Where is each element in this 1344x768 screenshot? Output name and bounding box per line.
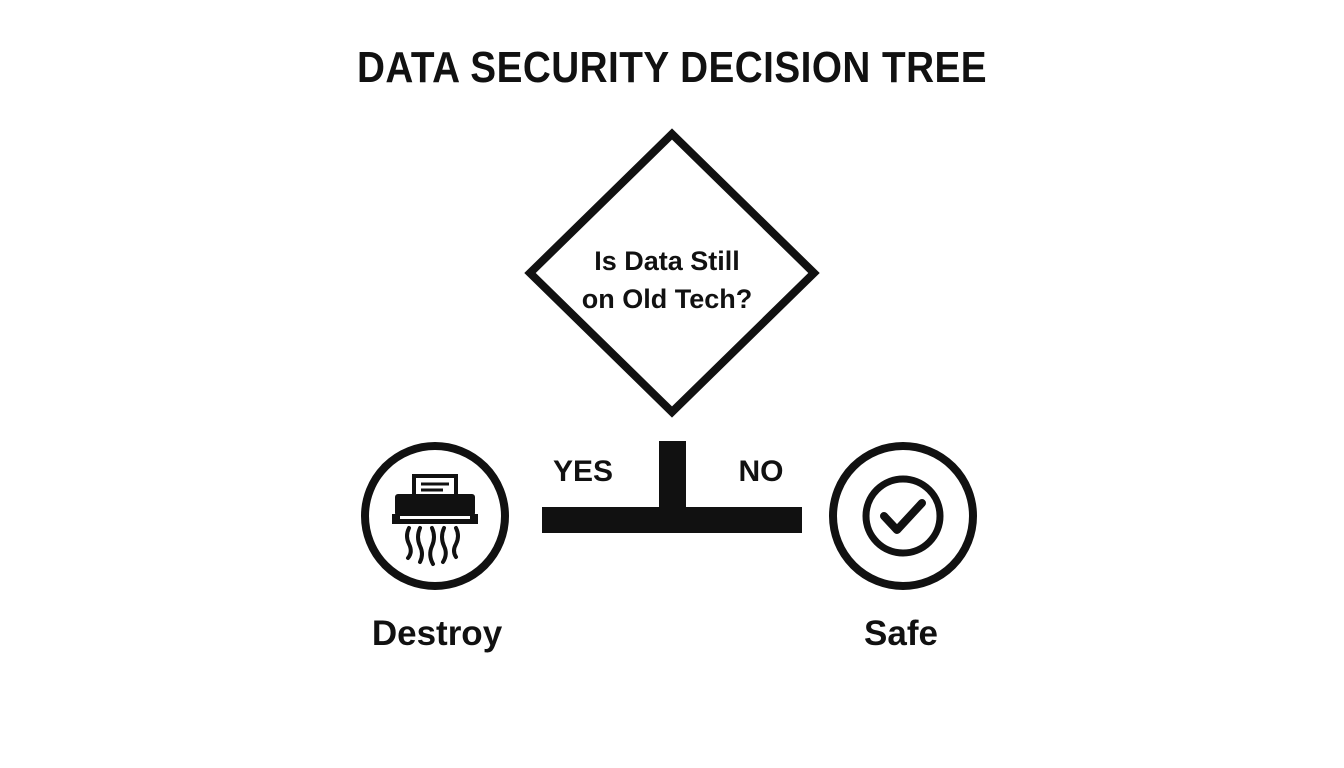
no-branch-label: NO bbox=[739, 455, 784, 488]
shredder-icon bbox=[392, 474, 478, 566]
branch-connector bbox=[542, 441, 802, 533]
destroy-circle bbox=[361, 442, 509, 590]
decision-node: Is Data Still on Old Tech? bbox=[524, 128, 820, 418]
destroy-label: Destroy bbox=[372, 614, 503, 653]
safe-circle bbox=[829, 442, 977, 590]
diagram-title: DATA SECURITY DECISION TREE bbox=[356, 43, 988, 92]
safe-label: Safe bbox=[864, 614, 938, 653]
yes-branch-label: YES bbox=[553, 455, 613, 488]
decision-question-line-2: on Old Tech? bbox=[582, 284, 753, 314]
decision-question-line-1: Is Data Still bbox=[594, 246, 740, 276]
decision-diamond bbox=[524, 128, 820, 418]
checkmark-icon bbox=[862, 475, 944, 557]
safe-outcome: Safe bbox=[829, 442, 977, 653]
connector-stem bbox=[659, 441, 686, 519]
destroy-outcome: Destroy bbox=[361, 442, 509, 653]
connector-bar bbox=[542, 507, 802, 533]
